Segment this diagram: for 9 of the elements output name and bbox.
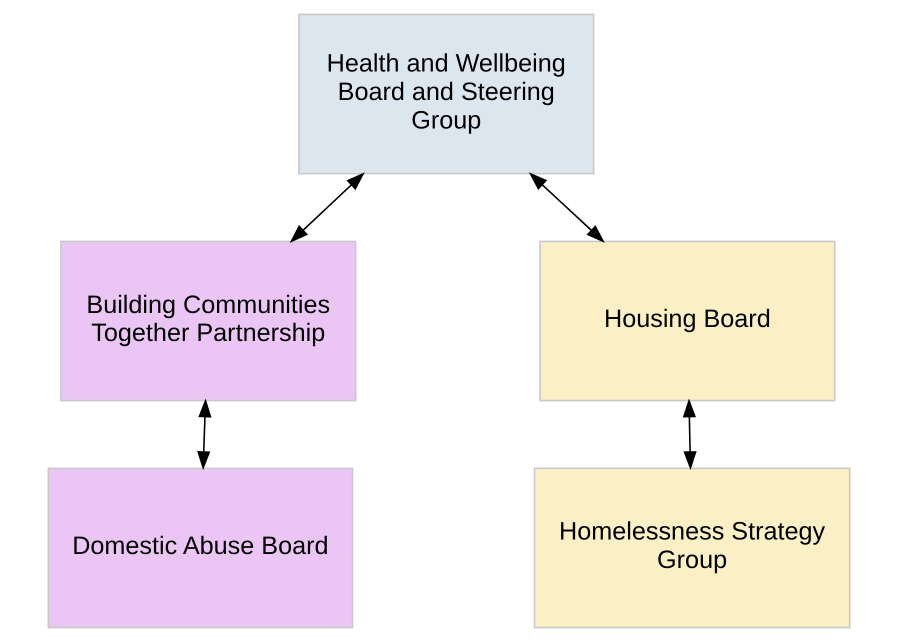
node-box: Homelessness Strategy Group [533,468,850,628]
node-box: Building Communities Together Partnership [60,240,356,402]
node-box: Housing Board [538,240,836,402]
arrow [289,172,364,243]
arrow [196,398,212,470]
node-box: Domestic Abuse Board [47,468,353,628]
arrow [682,398,696,470]
node-box: Health and Wellbeing Board and Steering Group [298,14,594,174]
arrow [528,172,604,243]
